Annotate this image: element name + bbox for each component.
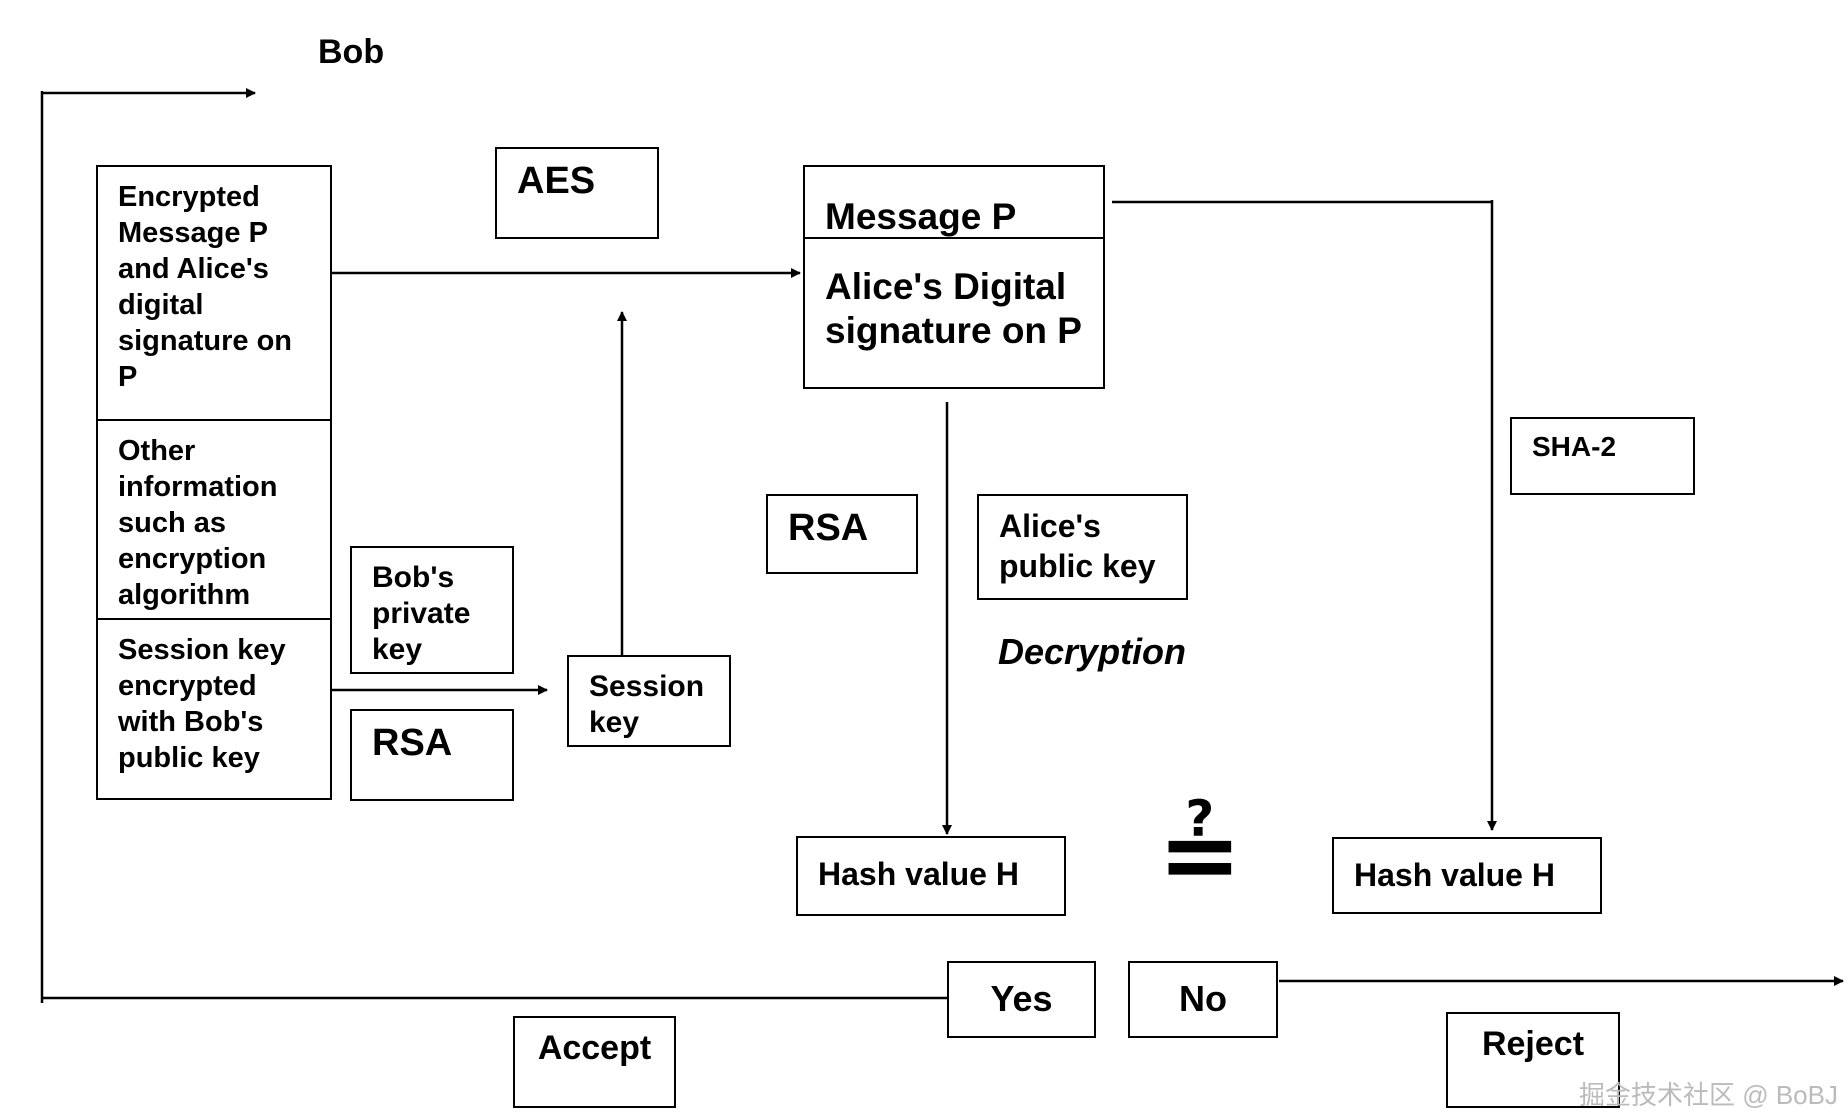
questioned-equals-icon: ≟ xyxy=(1158,799,1242,911)
yes-box: Yes xyxy=(947,961,1096,1038)
signature-text: Alice's Digital signature on P xyxy=(825,266,1082,351)
bobs-private-key-box: Bob's private key xyxy=(350,546,514,674)
alices-public-key-box: Alice's public key xyxy=(977,494,1188,600)
session-key-box: Session key xyxy=(567,655,731,747)
accept-box: Accept xyxy=(513,1016,676,1108)
rsa-signature-box: RSA xyxy=(766,494,918,574)
message-p-cell: Message P xyxy=(805,167,1103,239)
other-information-cell: Other information such as encryption alg… xyxy=(96,419,332,620)
signature-cell: Alice's Digital signature on P xyxy=(805,239,1102,379)
encrypted-session-key-text: Session key encrypted with Bob's public … xyxy=(118,634,286,774)
no-box: No xyxy=(1128,961,1278,1038)
other-information-text: Other information such as encryption alg… xyxy=(118,435,278,611)
encrypted-message-cell: Encrypted Message P and Alice's digital … xyxy=(96,165,332,421)
bob-label: Bob xyxy=(318,33,385,71)
message-p-text: Message P xyxy=(825,196,1017,237)
decryption-label: Decryption xyxy=(998,631,1187,672)
encrypted-session-key-cell: Session key encrypted with Bob's public … xyxy=(96,618,332,800)
reject-box: Reject xyxy=(1446,1012,1620,1108)
sha2-box: SHA-2 xyxy=(1510,417,1695,495)
left-hash-box: Hash value H xyxy=(796,836,1066,916)
encrypted-message-text: Encrypted Message P and Alice's digital … xyxy=(118,181,293,393)
decrypted-package-box: Message P Alice's Digital signature on P xyxy=(803,165,1105,389)
rsa-session-box: RSA xyxy=(350,709,514,801)
right-hash-box: Hash value H xyxy=(1332,837,1602,914)
watermark: 掘金技术社区 @ BoBJ xyxy=(1579,1080,1838,1110)
aes-box: AES xyxy=(495,147,659,239)
